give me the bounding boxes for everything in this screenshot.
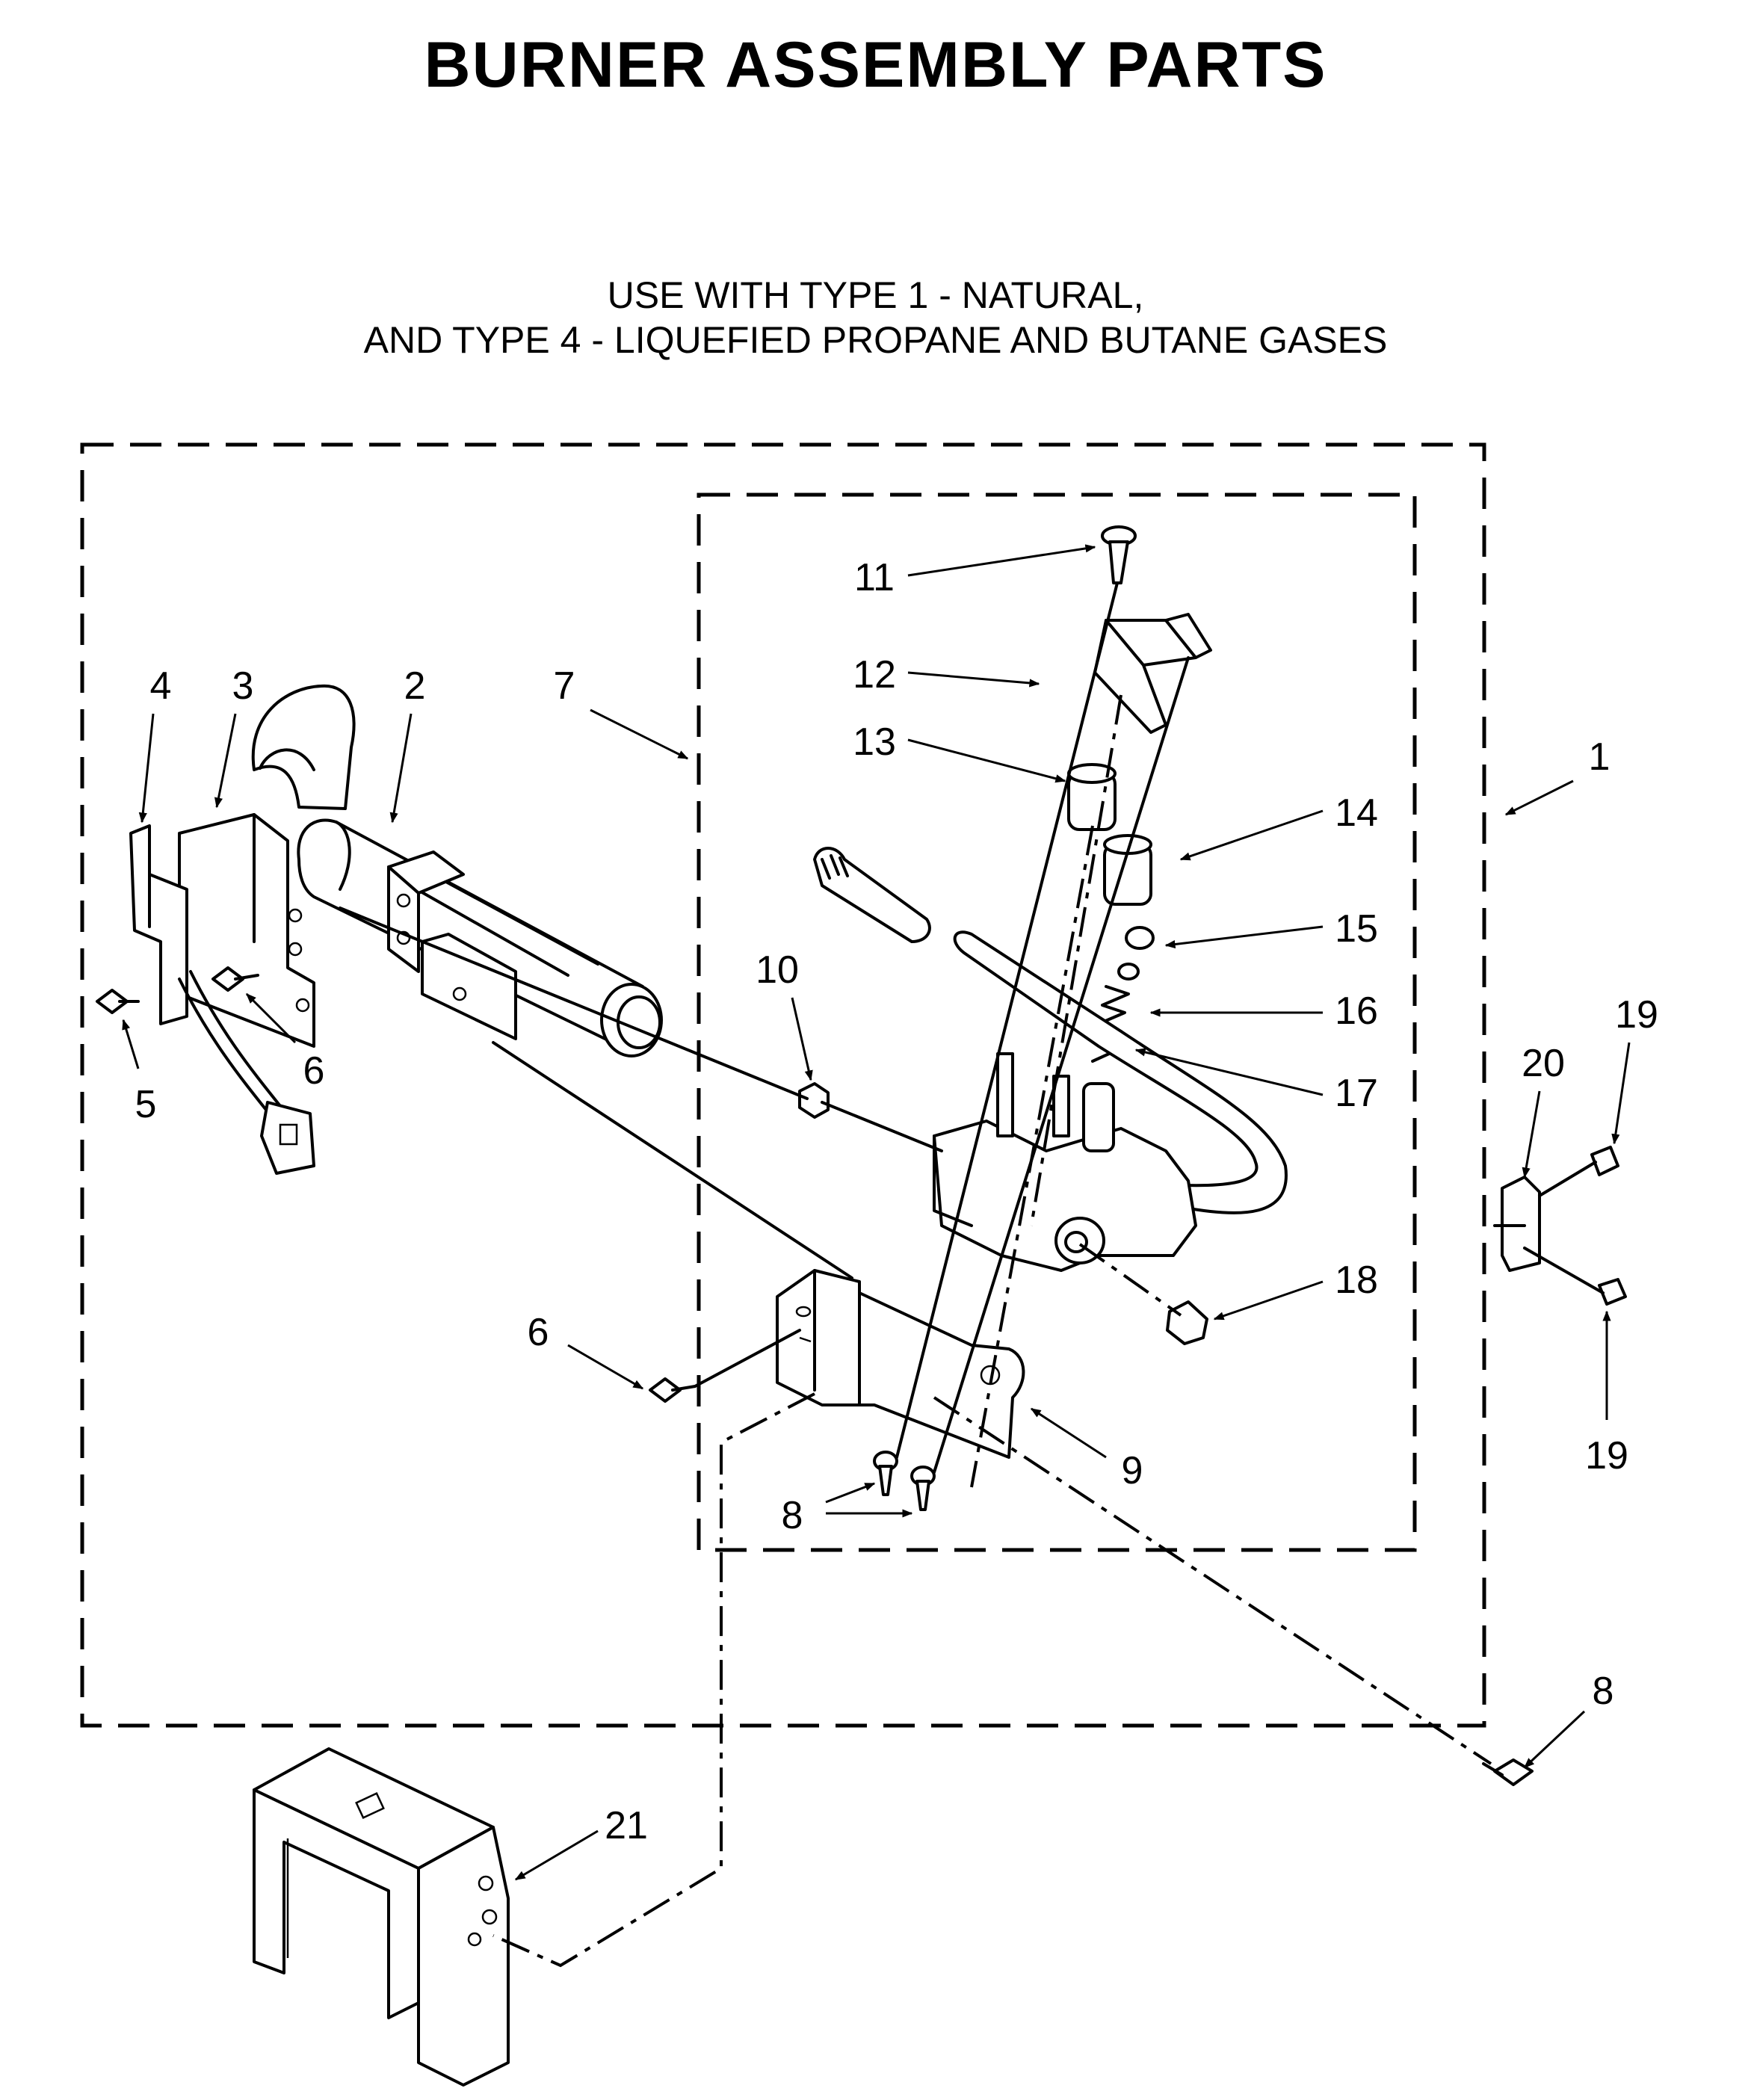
callout-6-upper: 6 xyxy=(303,1049,325,1093)
mounting-bracket xyxy=(253,1747,510,2087)
callout-8-lower: 8 xyxy=(782,1494,803,1537)
flame-sensor-probe xyxy=(813,847,931,943)
callout-12: 12 xyxy=(853,653,896,697)
bracket-20-line-a xyxy=(1538,1161,1597,1197)
callout-19-upper: 19 xyxy=(1615,993,1658,1037)
diagram-subtitle-line-1: USE WITH TYPE 1 - NATURAL, xyxy=(607,274,1144,316)
screw-8-axis-line xyxy=(933,1396,1492,1765)
callout-21: 21 xyxy=(605,1804,648,1847)
screw-8-right xyxy=(1482,1758,1534,1786)
screws-8 xyxy=(873,1451,936,1511)
valve-bracket xyxy=(776,1269,1025,1459)
mounting-bracket-axis-line xyxy=(492,1392,815,1968)
part-15 xyxy=(1125,926,1155,950)
callout-5: 5 xyxy=(135,1083,157,1126)
callout-19-lower: 19 xyxy=(1585,1434,1628,1477)
leader-arrows xyxy=(122,544,1631,1881)
callout-16: 16 xyxy=(1335,989,1378,1033)
callout-20: 20 xyxy=(1522,1042,1565,1085)
burner-bracket xyxy=(387,850,517,1040)
coil-cover-bracket xyxy=(1093,613,1212,734)
solenoid-coil-14 xyxy=(1103,834,1152,906)
callout-8-right: 8 xyxy=(1593,1670,1614,1713)
diagram-subtitle-line-2: AND TYPE 4 - LIQUEFIED PROPANE AND BUTAN… xyxy=(363,319,1388,361)
igniter-bracket xyxy=(178,813,315,1048)
callout-4: 4 xyxy=(150,664,172,708)
callout-18: 18 xyxy=(1335,1259,1378,1302)
screw-6-lower xyxy=(649,1377,697,1403)
screw-11-guide-line-2 xyxy=(933,656,1190,1474)
burner-tube xyxy=(251,684,663,1057)
callout-1: 1 xyxy=(1589,735,1611,779)
axis-line-14 xyxy=(1030,694,1122,1226)
screws-19 xyxy=(1590,1146,1627,1306)
orifice-18 xyxy=(1166,1300,1208,1345)
assembly-line-bracket xyxy=(492,1041,853,1279)
diagram-title: BURNER ASSEMBLY PARTS xyxy=(424,29,1327,101)
screw-5 xyxy=(96,989,140,1014)
assembly-line-10 xyxy=(821,1101,943,1152)
igniter-wire-harness xyxy=(178,970,315,1175)
igniter xyxy=(129,824,188,1025)
screw-6-upper xyxy=(211,966,259,992)
assembly-line-6 xyxy=(694,1329,801,1388)
callout-10: 10 xyxy=(756,948,799,992)
bracket-20-line-b xyxy=(1523,1247,1605,1294)
orifice-axis-line xyxy=(1078,1243,1182,1317)
callout-7: 7 xyxy=(554,664,575,708)
nut-10 xyxy=(798,1082,830,1119)
assembly-line-burner xyxy=(339,907,809,1100)
screw-11 xyxy=(1101,525,1137,584)
callout-15: 15 xyxy=(1335,907,1378,951)
callout-11: 11 xyxy=(854,556,895,599)
gas-valve-body xyxy=(933,1052,1197,1272)
callout-14: 14 xyxy=(1335,791,1378,835)
part-16 xyxy=(1117,963,1140,980)
gas-supply-tube xyxy=(953,930,1288,1214)
callout-13: 13 xyxy=(853,720,896,764)
screw-11-guide-line xyxy=(895,581,1119,1459)
callout-9: 9 xyxy=(1122,1449,1143,1492)
callout-17: 17 xyxy=(1335,1072,1378,1115)
outer-assembly-box xyxy=(80,442,1486,1728)
callout-3: 3 xyxy=(232,664,254,708)
inner-valve-assembly-box xyxy=(697,492,1417,1552)
bracket-20 xyxy=(1493,1176,1541,1272)
callout-2: 2 xyxy=(404,664,426,708)
callout-6-lower: 6 xyxy=(528,1311,549,1354)
